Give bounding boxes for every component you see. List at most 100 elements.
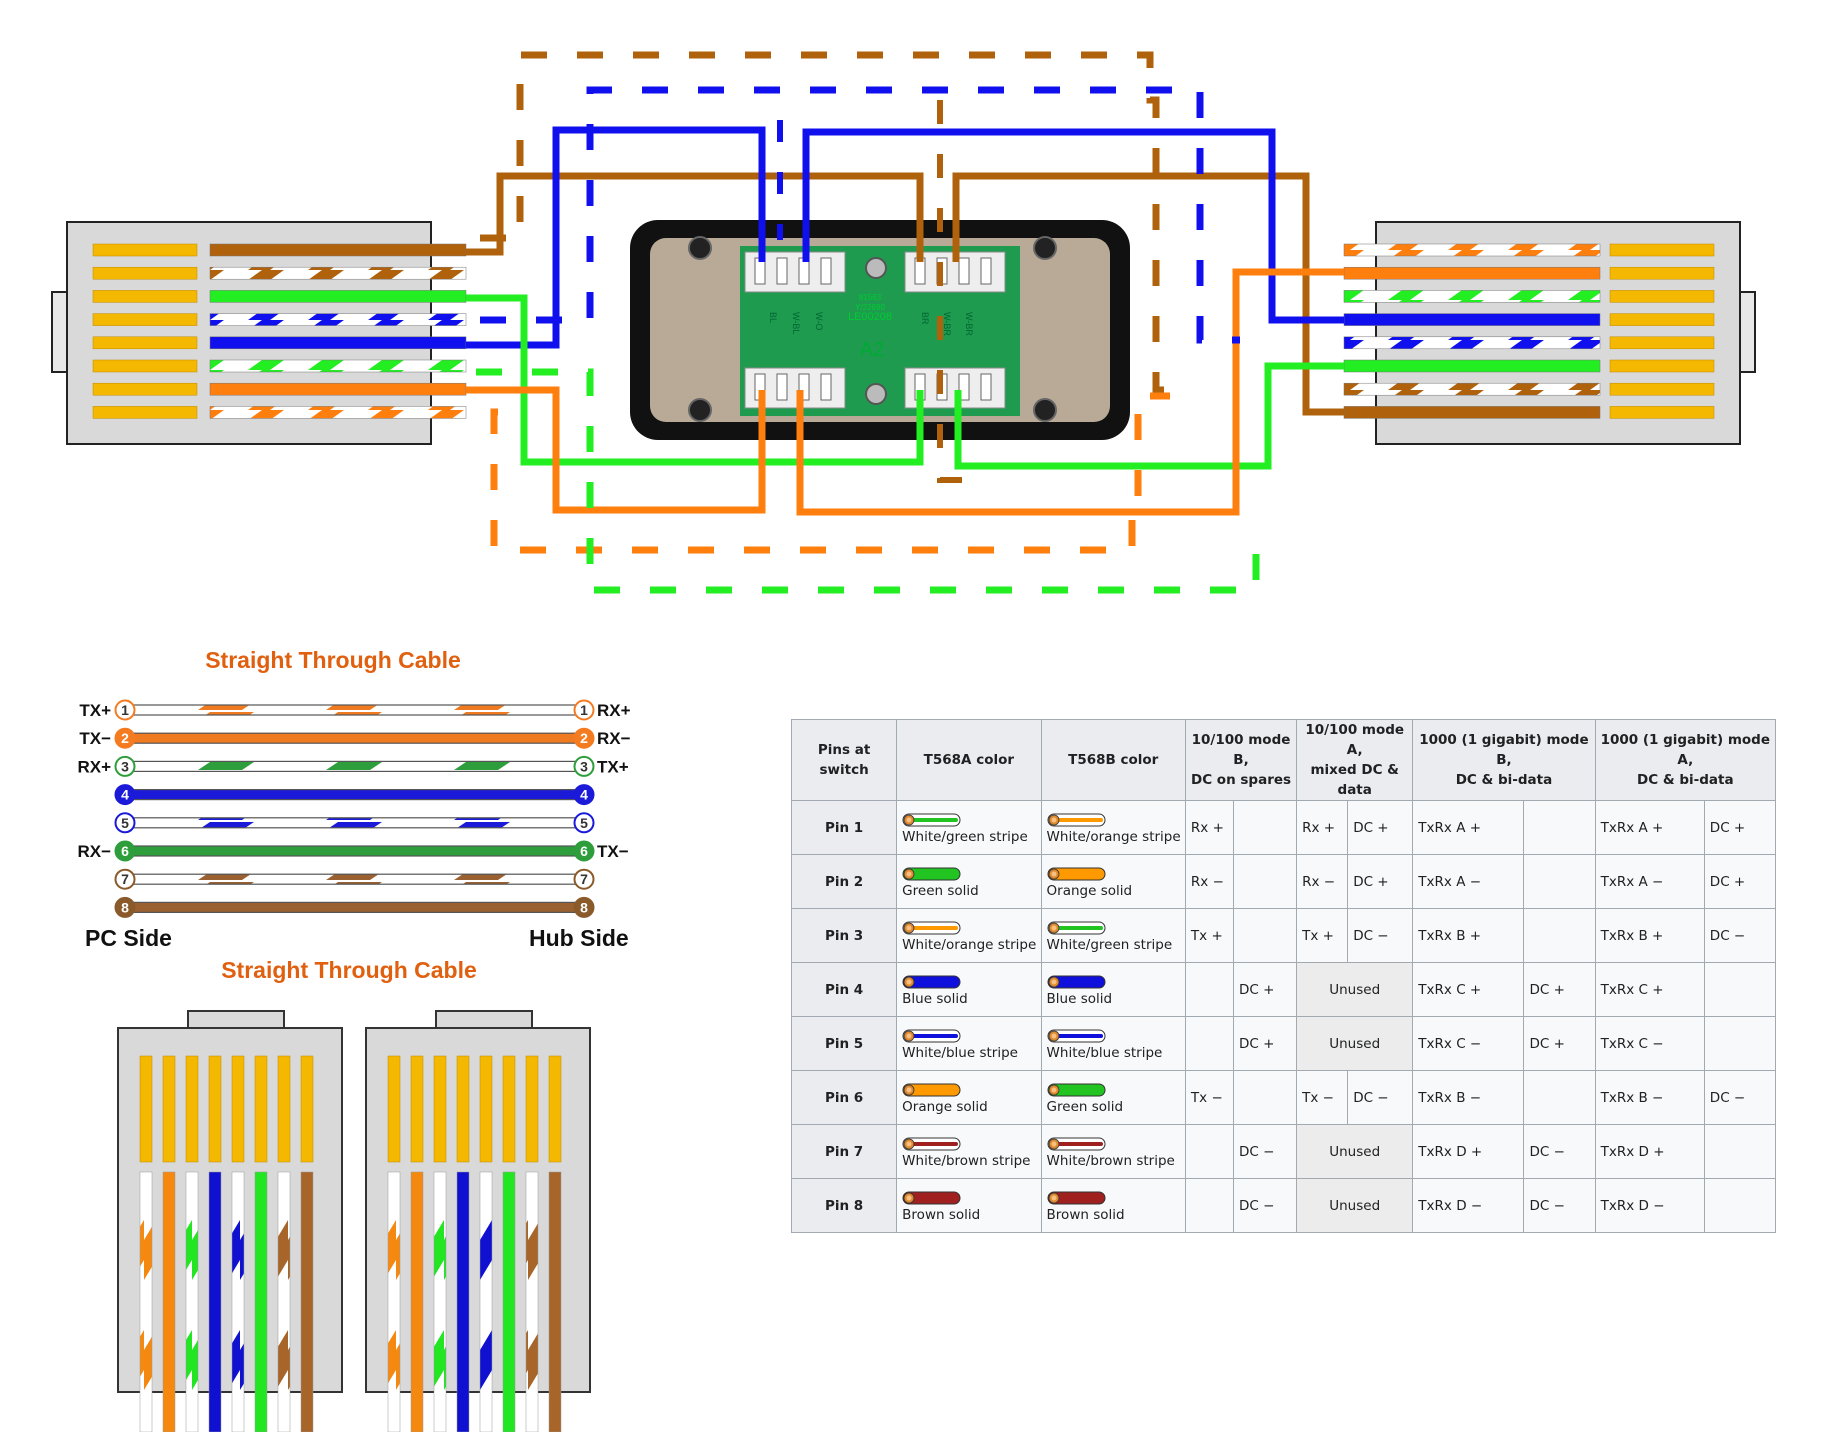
gold-contact bbox=[456, 1055, 470, 1163]
pin-cell: Pin 8 bbox=[790, 1178, 898, 1233]
plug-wire bbox=[548, 1171, 562, 1432]
pin-number-badge bbox=[114, 699, 136, 721]
t568b-cell: Orange solid bbox=[1040, 854, 1186, 909]
cell-text: TxRx C + bbox=[1418, 981, 1482, 998]
mode-100a-data: Rx + bbox=[1296, 800, 1349, 855]
cell-text: Rx + bbox=[1190, 819, 1224, 836]
cell-text: White/brown stripe bbox=[1046, 1153, 1175, 1169]
cell-text: Pin 8 bbox=[824, 1197, 864, 1214]
mode-1000a-data: TxRx A − bbox=[1594, 854, 1705, 909]
wire-color-icon bbox=[902, 1083, 961, 1097]
left-wire bbox=[209, 406, 467, 419]
left-wire bbox=[209, 382, 467, 396]
pin-signal-left: TX+ bbox=[79, 701, 111, 720]
idc-slot bbox=[980, 257, 992, 285]
right-wire bbox=[1343, 243, 1601, 257]
gold-contact bbox=[92, 336, 198, 350]
cell-text: TxRx C − bbox=[1600, 1035, 1664, 1052]
pin-number-badge bbox=[573, 840, 595, 862]
t568a-cell: Green solid bbox=[896, 854, 1042, 909]
mode-1000b-dc bbox=[1523, 800, 1596, 855]
screw-hole bbox=[688, 236, 712, 260]
plug-tab-right bbox=[1738, 291, 1756, 373]
t568a-cell: White/blue stripe bbox=[896, 1016, 1042, 1071]
cell-text: Green solid bbox=[902, 883, 979, 899]
pin-number-badge bbox=[573, 896, 595, 918]
mode-100b-dc: DC + bbox=[1232, 962, 1298, 1017]
cell-text: Brown solid bbox=[902, 1207, 981, 1223]
mode-100a-dc: DC + bbox=[1347, 800, 1414, 855]
cell-text: TxRx C + bbox=[1600, 981, 1664, 998]
gold-contact bbox=[1609, 406, 1715, 419]
gold-contact bbox=[1609, 313, 1715, 326]
pcb-marking: LE00208 bbox=[848, 311, 892, 323]
mode-1000a-data: TxRx B + bbox=[1594, 908, 1705, 963]
t568b-cell: White/brown stripe bbox=[1040, 1124, 1186, 1179]
cell-text: TxRx B − bbox=[1418, 1089, 1482, 1106]
mode-1000a-data: TxRx A + bbox=[1594, 800, 1705, 855]
cell-text: DC + bbox=[1709, 819, 1746, 836]
wire-color-icon bbox=[902, 921, 961, 935]
mode-1000b-data: TxRx D + bbox=[1412, 1124, 1525, 1179]
cell-text: White/orange stripe bbox=[902, 937, 1037, 953]
pcb-screw bbox=[865, 383, 887, 405]
mode-100b-data: Tx + bbox=[1184, 908, 1235, 963]
plug-wire bbox=[139, 1171, 153, 1432]
pin-cell: Pin 3 bbox=[790, 908, 898, 963]
cell-text: Pin 6 bbox=[824, 1089, 864, 1106]
routed-wire bbox=[476, 368, 1260, 594]
t568a-cell: White/brown stripe bbox=[896, 1124, 1042, 1179]
right-wire bbox=[1343, 406, 1601, 419]
mode-1000b-data: TxRx C − bbox=[1412, 1016, 1525, 1071]
plug-latch bbox=[435, 1010, 533, 1030]
plug-wire bbox=[525, 1171, 539, 1432]
pin-signal-right: RX− bbox=[597, 729, 631, 748]
wire-color-icon bbox=[1047, 975, 1106, 989]
pcb-module-id: A2 bbox=[860, 339, 884, 361]
pinout-wire bbox=[132, 788, 577, 801]
pin-number: 2 bbox=[121, 730, 129, 746]
gold-contact bbox=[1609, 266, 1715, 280]
mode-100a-data: Tx + bbox=[1296, 908, 1349, 963]
cell-text: TxRx C − bbox=[1418, 1035, 1482, 1052]
cell-text: TxRx B + bbox=[1418, 927, 1482, 944]
cell-text: DC + bbox=[1239, 1035, 1275, 1052]
t568b-cell: White/green stripe bbox=[1040, 908, 1186, 963]
pinout-wire bbox=[132, 901, 577, 914]
mode-100b-data bbox=[1184, 1124, 1235, 1179]
gold-contact bbox=[92, 382, 198, 396]
col-100a: 10/100 mode A,mixed DC & data bbox=[1296, 719, 1414, 801]
pinout-wire bbox=[132, 732, 577, 744]
pin-cell: Pin 7 bbox=[790, 1124, 898, 1179]
cell-text: TxRx D + bbox=[1600, 1143, 1665, 1160]
pin-number-badge bbox=[573, 812, 595, 834]
pcb-pin-label: W-BR bbox=[942, 312, 952, 336]
pin-cell: Pin 5 bbox=[790, 1016, 898, 1071]
col-1000a: 1000 (1 gigabit) mode A,DC & bi-data bbox=[1594, 719, 1777, 801]
pin-number-badge bbox=[573, 727, 595, 749]
left-wire bbox=[209, 336, 467, 350]
cell-text: Pin 3 bbox=[824, 927, 864, 944]
pin-number: 3 bbox=[121, 758, 129, 774]
cell-text: Tx − bbox=[1302, 1089, 1334, 1106]
mode-1000a-data: TxRx C + bbox=[1594, 962, 1705, 1017]
cell-text: DC − bbox=[1239, 1197, 1275, 1214]
cell-text: TxRx B − bbox=[1600, 1089, 1664, 1106]
routed-wire bbox=[952, 172, 1344, 416]
cell-text: TxRx D − bbox=[1600, 1197, 1665, 1214]
pin-number-badge bbox=[114, 896, 136, 918]
cell-text: Tx + bbox=[1302, 927, 1334, 944]
table-header-row: Pins at switch T568A color T568B color 1… bbox=[790, 719, 1777, 801]
pin-cell: Pin 6 bbox=[790, 1070, 898, 1125]
t568b-cell: White/blue stripe bbox=[1040, 1016, 1186, 1071]
pin-number: 4 bbox=[580, 787, 588, 803]
pin-signal-left: RX− bbox=[77, 842, 111, 861]
routed-wire bbox=[490, 392, 1170, 554]
mode-1000a-data: TxRx C − bbox=[1594, 1016, 1705, 1071]
mode-1000b-dc: DC − bbox=[1523, 1124, 1596, 1179]
routed-wire bbox=[796, 268, 1344, 516]
plug-wire bbox=[231, 1171, 245, 1432]
